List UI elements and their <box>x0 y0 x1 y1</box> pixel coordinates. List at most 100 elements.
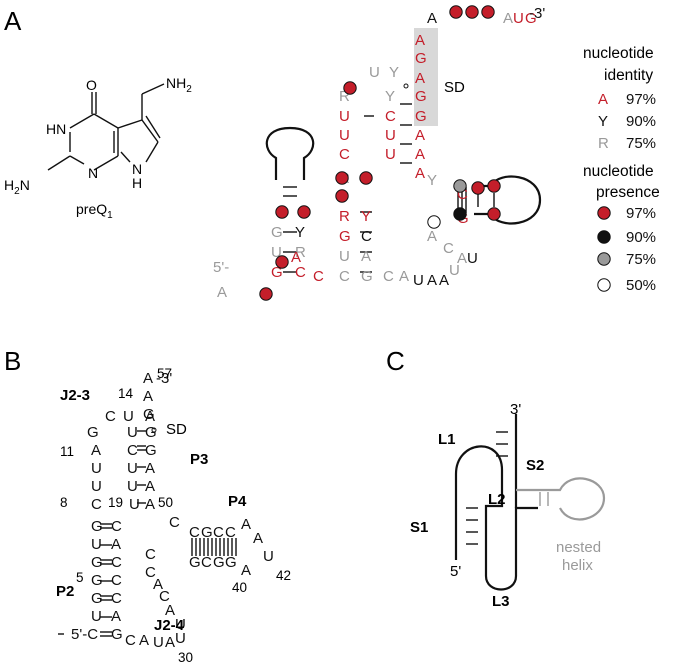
panel-b-letter: B <box>4 346 21 376</box>
num-50: 50 <box>158 495 173 510</box>
panel-b-nucleotide: C <box>225 524 236 541</box>
panel-a-nucleotide: U <box>385 146 396 163</box>
panel-a-nucleotide: A <box>427 272 437 289</box>
panel-a-nucleotide: Y <box>389 64 399 81</box>
panel-b-nucleotide: C <box>145 564 156 581</box>
panel-a-nucleotide: U <box>339 108 350 125</box>
legend-presence-value: 97% <box>626 205 656 222</box>
panel-a-nucleotides: AAUGAGAGGAAAYCUUYURUUCRRGUCYCAGCAUAAUUAC… <box>217 10 537 301</box>
panel-a-nucleotide: U <box>413 272 424 289</box>
panel-a-nucleotide: A <box>427 10 437 27</box>
legend-identity-value: 75% <box>626 135 656 152</box>
panel-a-nucleotide: R <box>339 208 350 225</box>
panel-b-nucleotide: U <box>153 634 164 651</box>
legend-identity-value: 97% <box>626 91 656 108</box>
legend-presence-value: 90% <box>626 229 656 246</box>
panel-b-nucleotide: A <box>139 632 149 649</box>
panel-a-nucleotide: C <box>443 240 454 257</box>
label-s1: S1 <box>410 519 428 536</box>
panel-b-nucleotide: G <box>91 572 103 589</box>
panel-a-nucleotide: A <box>439 272 449 289</box>
panel-b-nucleotide: G <box>87 424 99 441</box>
ring-n-text: N <box>88 165 98 181</box>
sd-highlight <box>414 28 438 126</box>
panel-a-nucleotide: G <box>361 268 373 285</box>
num-42: 42 <box>276 568 291 583</box>
panel-a-nucleotide: G <box>339 228 351 245</box>
legend-identity-symbol: A <box>598 91 608 108</box>
panel-a-nucleotide: G <box>271 224 283 241</box>
num-40: 40 <box>232 580 247 595</box>
panel-b-nucleotide: U <box>91 460 102 477</box>
label-p3: P3 <box>190 451 208 468</box>
panel-b-nucleotide: U <box>127 478 138 495</box>
preq1-structure: O HN N N H NH2 H2N preQ1 <box>4 75 192 221</box>
legend-presence-rows: 97%90%75%50% <box>597 205 656 294</box>
panel-b-nucleotide: C <box>111 518 122 535</box>
panel-b-nucleotide: A <box>111 608 121 625</box>
panel-b-nucleotide: C <box>213 524 224 541</box>
presence-dot <box>297 205 311 219</box>
panel-b-nucleotide: G <box>91 554 103 571</box>
five-prime-end: 5'- <box>213 259 229 276</box>
legend-identity-symbol: Y <box>598 113 608 130</box>
aminomethyl-nh2-text: NH2 <box>166 75 192 95</box>
panel-a-nucleotide: A <box>399 268 409 285</box>
label-p4: P4 <box>228 493 247 510</box>
panel-a-nucleotide: A <box>415 70 425 87</box>
panel-a-nucleotide: U <box>467 250 478 267</box>
panel-a-presence-dots <box>259 5 501 301</box>
panel-a-nucleotide: G <box>525 10 537 27</box>
panel-b-nucleotide: G <box>145 442 157 459</box>
panel-a-nucleotide: U <box>339 248 350 265</box>
panel-b-nucleotide: U <box>129 496 140 513</box>
panel-a-nucleotide: A <box>361 248 371 265</box>
panel-a-secondary-structure: AAUGAGAGGAAAYCUUYURUUCRRGUCYCAGCAUAAUUAC… <box>213 5 545 301</box>
panel-a-nucleotide: A <box>415 127 425 144</box>
panel-b-nucleotide: U <box>263 548 274 565</box>
num-11: 11 <box>60 444 74 459</box>
panel-b-nucleotide: U <box>91 478 102 495</box>
presence-dot <box>427 215 441 229</box>
presence-dot <box>481 5 495 19</box>
panel-b-three-prime: -3' <box>156 370 172 387</box>
panel-a-nucleotide: C <box>313 268 324 285</box>
panel-b-nucleotide: C <box>105 408 116 425</box>
panel-a-nucleotide: A <box>503 10 513 27</box>
panel-b-nucleotide: A <box>165 602 175 619</box>
label-c-5prime: 5' <box>450 563 461 580</box>
hn-text: HN <box>46 121 66 137</box>
presence-dot <box>453 179 467 193</box>
panel-b-nucleotide: G <box>189 554 201 571</box>
panel-b-nucleotide: C <box>125 632 136 649</box>
legend-presence-dot <box>597 206 611 220</box>
panel-b-nucleotide: U <box>123 408 134 425</box>
presence-dot <box>259 287 273 301</box>
panel-b-nucleotide: A <box>253 530 263 547</box>
panel-b-nucleotide: A <box>145 408 155 425</box>
panel-b-nucleotide: A <box>241 516 251 533</box>
num-57: 57 <box>157 366 172 381</box>
panel-b-nucleotide: U <box>175 630 186 647</box>
legend-presence-dot <box>597 252 611 266</box>
legend-identity-symbol: R <box>598 135 609 152</box>
panel-b-nucleotide: G <box>201 524 213 541</box>
panel-b-nucleotide: C <box>189 524 200 541</box>
panel-a-nucleotide: C <box>339 146 350 163</box>
panel-b-nucleotide: A <box>111 536 121 553</box>
legend-presence-dot <box>597 230 611 244</box>
panel-b-nucleotide: C <box>201 554 212 571</box>
panel-a-nucleotide: A <box>291 249 301 266</box>
panel-b-nucleotide: C <box>91 496 102 513</box>
panel-a-nucleotide: A <box>427 228 437 245</box>
amino-h2n-text: H2N <box>4 177 30 197</box>
label-l2: L2 <box>488 491 506 508</box>
legend-presence-value: 50% <box>626 277 656 294</box>
panel-a-nucleotide: Y <box>361 208 371 225</box>
label-c-3prime: 3' <box>510 401 521 418</box>
label-l1: L1 <box>438 431 456 448</box>
panel-b-nucleotide: G <box>213 554 225 571</box>
panel-a-nucleotide: A <box>457 250 467 267</box>
legend-identity-value: 90% <box>626 113 656 130</box>
